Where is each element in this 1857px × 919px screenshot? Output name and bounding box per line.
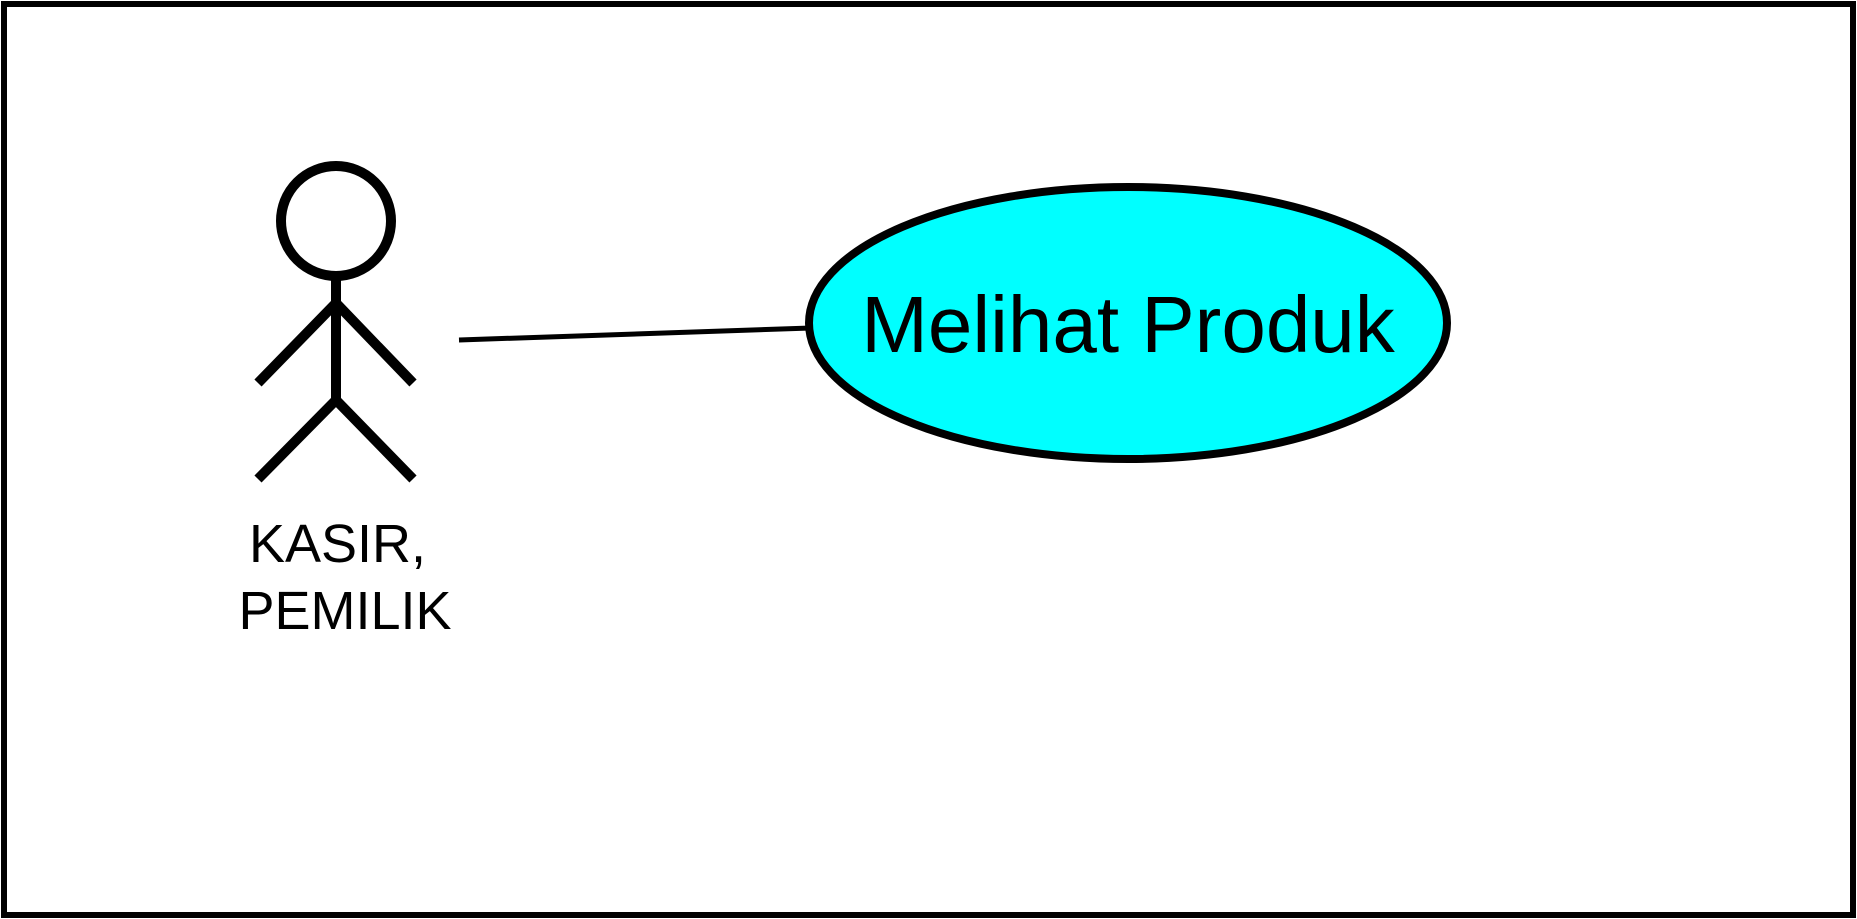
actor-label-line-1: KASIR, <box>249 514 426 574</box>
use-case[interactable]: Melihat Produk <box>805 183 1451 463</box>
actor-left-leg <box>254 396 340 483</box>
actor-label-line-2: PEMILIK <box>238 581 451 641</box>
actor-right-arm <box>332 299 417 387</box>
actor-head <box>276 161 396 281</box>
use-case-ellipse <box>805 183 1451 463</box>
actor[interactable]: KASIR, PEMILIK <box>238 161 452 641</box>
actor-label: KASIR, PEMILIK <box>238 514 451 641</box>
use-case-label: Melihat Produk <box>861 280 1396 369</box>
actor-left-arm <box>254 299 340 387</box>
actor-right-leg <box>332 396 417 483</box>
association-line <box>458 325 812 343</box>
